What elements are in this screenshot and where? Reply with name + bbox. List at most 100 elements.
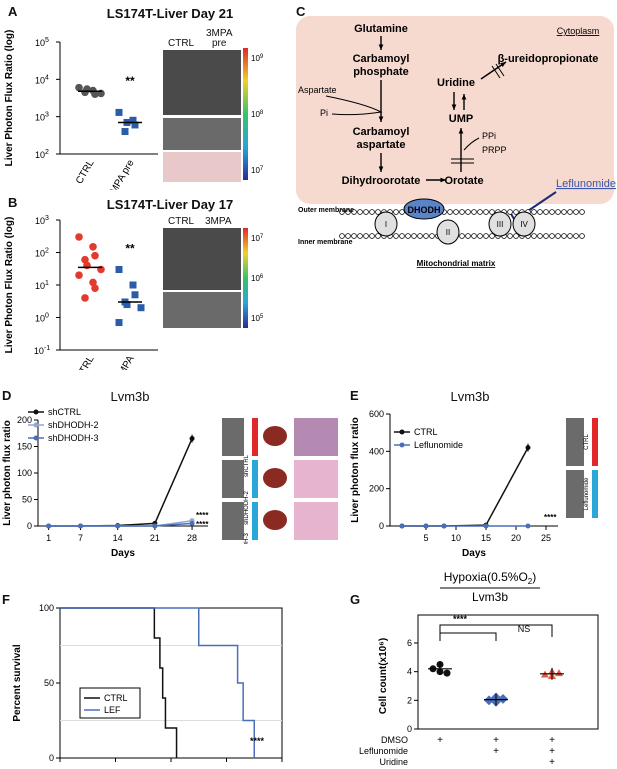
title-top: Hypoxia(0.5%O2): [444, 570, 537, 586]
y-tick-label: 102: [35, 248, 49, 259]
legend-label: shCTRL: [48, 407, 81, 417]
image-row-label: shDHODH-3: [244, 533, 250, 544]
y-tick-label: 0: [27, 521, 32, 531]
panel-e-images: CTRL Leflunomide: [566, 418, 598, 518]
survival-curve: [60, 607, 178, 758]
colorbar-strip: [252, 502, 258, 540]
node-carbamoyl-aspartate-2: aspartate: [357, 139, 406, 151]
condition-mark: +: [549, 735, 555, 746]
x-tick-label: CTRL: [74, 158, 97, 186]
colorbar-tick-label: 107: [251, 234, 264, 243]
mouse-image: [222, 418, 244, 456]
data-point: [81, 294, 89, 302]
legend-label: Leflunomide: [414, 440, 463, 450]
colorbar-tick-label: 109: [251, 54, 264, 63]
complex-ii: [436, 219, 460, 245]
y-axis-label: Cell count(x10⁶): [378, 638, 389, 714]
liver-image: [263, 426, 287, 446]
complex-iii-label: III: [497, 220, 504, 229]
node-prpp: PRPP: [482, 145, 507, 155]
x-tick-label: 0: [57, 764, 62, 765]
x-tick-label: 20: [511, 533, 521, 543]
panel-d-title: Lvm3b: [110, 389, 150, 404]
x-axis-label: Days: [462, 548, 486, 559]
data-point: [115, 265, 123, 273]
data-point: [399, 523, 405, 529]
data-point: [129, 281, 137, 289]
legend-marker: [399, 442, 405, 448]
data-point: [121, 128, 129, 136]
y-tick-label: 101: [35, 280, 49, 291]
liver-image: [263, 468, 287, 488]
mouse-image: [566, 418, 584, 466]
histology-image: [294, 418, 338, 456]
y-tick-label: 0: [49, 753, 54, 763]
membrane-lipid: [543, 233, 549, 239]
mouse-image: [222, 502, 244, 540]
membrane-lipid: [471, 209, 477, 215]
data-point: [123, 301, 131, 309]
membrane-lipid: [369, 233, 375, 239]
comparison-bracket: [439, 632, 497, 641]
membrane-lipid: [393, 209, 399, 215]
dhodh-enzyme: [403, 198, 445, 220]
condition-mark: +: [437, 735, 443, 746]
cytoplasm-label: Cytoplasm: [557, 26, 600, 36]
condition-mark: +: [493, 746, 499, 757]
panel-c-diagram: CytoplasmGlutamineCarbamoylphosphateAspa…: [296, 16, 616, 268]
membrane-lipid: [393, 233, 399, 239]
bureido-block: [491, 65, 501, 79]
outer-membrane-label: Outer membrane: [298, 207, 354, 214]
membrane-lipid: [513, 233, 519, 239]
panel-e-title: Lvm3b: [450, 389, 490, 404]
data-point: [423, 523, 429, 529]
membrane-lipid: [507, 209, 513, 215]
membrane-lipid: [579, 209, 585, 215]
data-point: [131, 291, 139, 299]
image-row-label: shCTRL: [244, 454, 250, 477]
y-tick-exponent: 3: [45, 112, 49, 119]
significance-label: ****: [544, 513, 557, 522]
y-tick-label: 105: [35, 37, 49, 48]
membrane-lipid: [351, 233, 357, 239]
y-tick-label: 103: [35, 112, 49, 123]
membrane-lipid: [399, 233, 405, 239]
y-tick-label: 100: [35, 313, 49, 324]
membrane-lipid: [477, 209, 483, 215]
arrow-carbamoyl-phosphate-head: [378, 116, 384, 122]
y-tick-exponent: 1: [45, 280, 49, 287]
legend-marker: [33, 409, 39, 415]
image-row-label: CTRL: [584, 434, 590, 450]
node-ppi: PPi: [482, 131, 496, 141]
membrane-lipid: [567, 233, 573, 239]
membrane-lipid: [375, 209, 381, 215]
image-row-label: Leflunomide: [584, 477, 590, 510]
membrane-lipid: [477, 233, 483, 239]
y-tick-label: 600: [369, 409, 384, 419]
membrane-lipid: [369, 209, 375, 215]
y-tick-label: 100: [39, 603, 54, 613]
colorbar-gradient: [243, 228, 248, 328]
panel-b-img-trt-label: 3MPA: [205, 216, 232, 227]
histology-image: [294, 502, 338, 540]
colorbar-strip: [592, 470, 598, 518]
y-tick-exponent: 4: [45, 74, 49, 81]
legend-marker: [33, 435, 39, 441]
panel-b-mouse-image: [163, 228, 241, 290]
panel-a-img-trt-label: 3MPA: [206, 28, 233, 39]
complex-iv-label: IV: [520, 220, 528, 229]
condition-mark: +: [493, 735, 499, 746]
legend-label: shDHODH-3: [48, 433, 99, 443]
panel-label-e: E: [350, 388, 359, 403]
x-tick-label: 25: [541, 533, 551, 543]
membrane-lipid: [489, 209, 495, 215]
data-point: [78, 523, 83, 529]
colorbar-tick-label: 105: [251, 314, 264, 323]
colorbar-strip: [252, 460, 258, 498]
membrane-lipid: [555, 233, 561, 239]
x-tick-label: CTRL: [74, 354, 97, 370]
x-tick-label: 40: [277, 764, 287, 765]
